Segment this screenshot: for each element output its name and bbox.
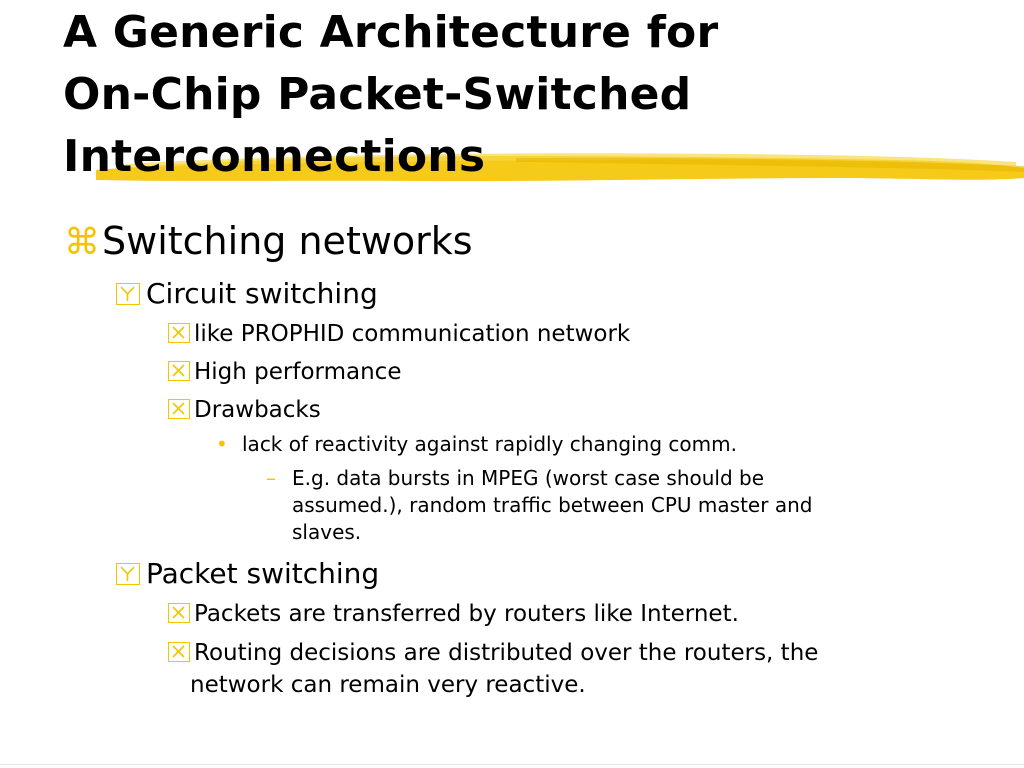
title-line-2: On-Chip Packet-Switched: [63, 69, 692, 120]
bullet-text-line-1: Routing decisions are distributed over t…: [194, 640, 819, 666]
dot-bullet-icon: •: [216, 432, 228, 456]
x-box-icon: [168, 361, 190, 381]
x-box-icon: [168, 323, 190, 343]
check-box-icon: [116, 563, 140, 585]
bullet-packet-switching: Packet switching: [116, 554, 379, 594]
x-box-icon: [168, 642, 190, 662]
bullet-text: Packets are transferred by routers like …: [194, 601, 739, 627]
bullet-example-cont-1: assumed.), random traffic between CPU ma…: [292, 492, 812, 518]
bullet-circuit-switching: Circuit switching: [116, 274, 378, 314]
bullet-drawbacks: Drawbacks: [168, 394, 321, 426]
bullet-high-performance: High performance: [168, 356, 401, 388]
bullet-text: Circuit switching: [146, 277, 378, 310]
bullet-text-line-2: assumed.), random traffic between CPU ma…: [292, 493, 813, 517]
bullet-prophid: like PROPHID communication network: [168, 318, 630, 350]
bullet-routing-decisions: Routing decisions are distributed over t…: [168, 637, 818, 669]
bullet-switching-networks: ⌘Switching networks: [64, 214, 473, 270]
bullet-text-line-3: slaves.: [292, 520, 362, 544]
title-line-1: A Generic Architecture for: [63, 7, 719, 58]
bullet-text: Packet switching: [146, 557, 380, 590]
check-box-icon: [116, 283, 140, 305]
bullet-text: High performance: [194, 359, 402, 385]
x-box-icon: [168, 399, 190, 419]
bullet-text: like PROPHID communication network: [194, 321, 631, 347]
bullet-lack-of-reactivity: • lack of reactivity against rapidly chan…: [216, 431, 737, 457]
title-line-3: Interconnections: [63, 131, 486, 182]
slide-title: A Generic Architecture for On-Chip Packe…: [63, 2, 718, 188]
bullet-text: Switching networks: [102, 219, 473, 263]
dash-bullet-icon: –: [266, 466, 276, 490]
x-box-icon: [168, 603, 190, 623]
bullet-example-cont-2: slaves.: [292, 519, 361, 545]
footer-divider: [0, 764, 1024, 765]
bullet-text: lack of reactivity against rapidly chang…: [242, 432, 737, 456]
title-underline-stroke: [96, 153, 1024, 182]
bullet-example: –E.g. data bursts in MPEG (worst case sh…: [266, 465, 764, 491]
command-key-icon: ⌘: [64, 222, 100, 263]
bullet-text-line-1: E.g. data bursts in MPEG (worst case sho…: [292, 466, 765, 490]
bullet-routing-decisions-cont: network can remain very reactive.: [190, 669, 586, 701]
bullet-text-line-2: network can remain very reactive.: [190, 672, 586, 698]
bullet-text: Drawbacks: [194, 397, 321, 423]
bullet-packets-transferred: Packets are transferred by routers like …: [168, 598, 739, 630]
